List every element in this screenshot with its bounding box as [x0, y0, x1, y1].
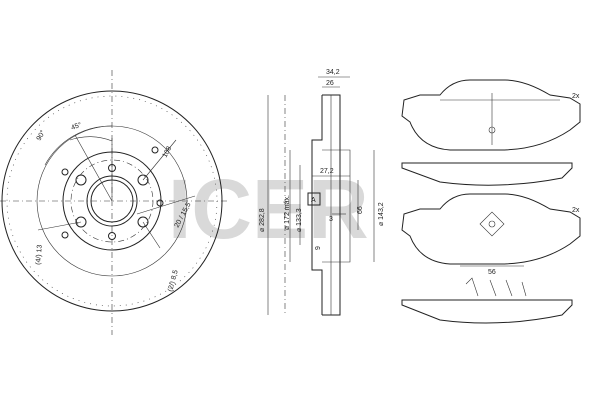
bolt-hole: [137, 216, 149, 228]
pad-backing-plate-2: [401, 193, 581, 265]
pad-top-side-view: [401, 162, 573, 186]
datum-box: [307, 192, 321, 206]
angle-arc-45: [69, 136, 113, 142]
angle-arc-90: [44, 125, 113, 166]
center-bore-leader: [136, 195, 196, 215]
pad-bottom-view: 56 2x: [401, 193, 581, 276]
pitch-circle: [70, 159, 154, 243]
disc-section-view: A 34,2 26 27,2 3 9 ⌀ 282,8 ⌀ 172 máx. ⌀ …: [259, 69, 385, 316]
brand-watermark: ICER: [168, 162, 369, 256]
pad-qty-bottom-label: 2x: [572, 207, 580, 214]
pad-side-profile-2: [401, 299, 573, 324]
angle-ray-45: [74, 134, 113, 202]
d66-label: 66: [357, 206, 364, 214]
offset-label: 27,2: [320, 168, 334, 175]
d172-label: ⌀ 172 máx.: [284, 195, 291, 230]
d143-label: ⌀ 143,2: [378, 202, 385, 226]
datum-label: A: [311, 197, 316, 204]
bolt-hole: [75, 216, 87, 228]
small-hole: [151, 146, 159, 154]
hub-face: [322, 149, 351, 263]
pad-wear-indicator: [488, 126, 496, 134]
pad-center-clip: [479, 211, 505, 237]
pad-top-view: 2x: [401, 79, 581, 151]
locating-hole: [108, 232, 116, 240]
hole-2-leader: [142, 221, 161, 249]
pad-width-label: 56: [488, 269, 496, 276]
small-hole: [61, 231, 69, 239]
angle-45-label: 45°: [70, 121, 83, 132]
hole-1-leader: [37, 221, 82, 231]
pad-clip-side: [465, 277, 527, 297]
min-thickness-label: 3: [329, 216, 333, 223]
pcd-leader: [142, 139, 177, 181]
disc-thickness-label: 26: [326, 80, 334, 87]
outer-diameter-label: ⌀ 282,8: [259, 208, 266, 232]
thickness-overall-label: 34,2: [326, 69, 340, 76]
small-hole: [156, 199, 164, 207]
bolt-hole: [75, 174, 87, 186]
small-hole: [61, 168, 69, 176]
d133-label: ⌀ 133,3: [296, 208, 303, 232]
pad-qty-top-label: 2x: [572, 93, 580, 100]
disc-outer-edge: [1, 90, 223, 312]
bolt-hole: [137, 174, 149, 186]
pad-bottom-side-view: [401, 277, 573, 324]
pad-side-profile: [401, 162, 573, 186]
pcd-label: 108: [162, 145, 174, 159]
inner-step-label: 9: [315, 246, 322, 250]
angle-90-label: 90°: [35, 129, 47, 142]
braking-surface-circle: [6, 95, 218, 307]
pad-clip-rivet: [488, 220, 496, 228]
pad-backing-plate: [401, 79, 581, 151]
hole-1-label: (4/) 13: [35, 244, 44, 265]
